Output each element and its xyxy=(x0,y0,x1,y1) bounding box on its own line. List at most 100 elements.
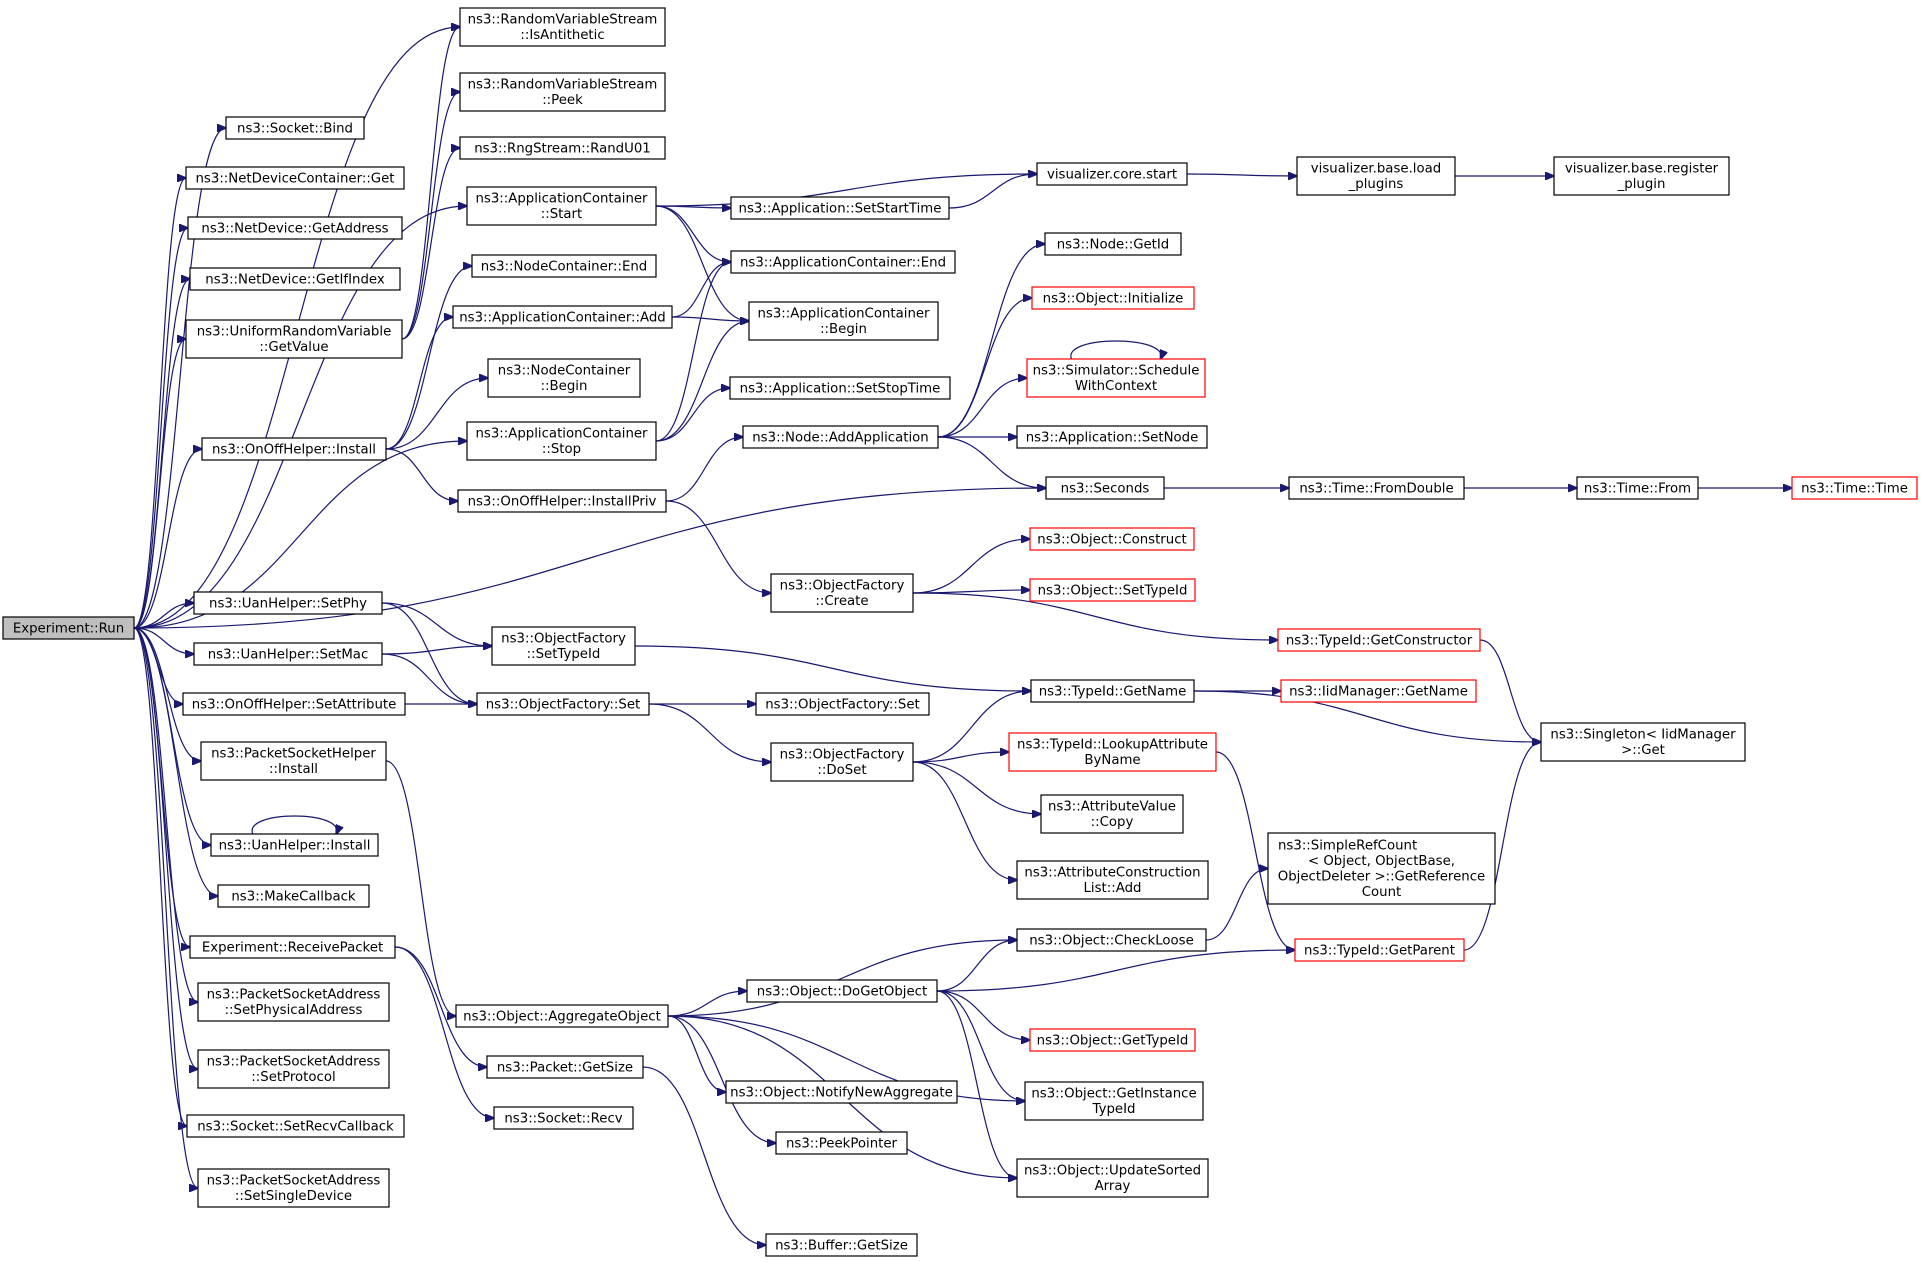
edge-layer xyxy=(133,27,1792,1245)
node-label-app_setstart-0: ns3::Application::SetStartTime xyxy=(739,201,942,216)
node-sock_setrecv[interactable]: ns3::Socket::SetRecvCallback xyxy=(186,1114,405,1138)
node-node_getid[interactable]: ns3::Node::GetId xyxy=(1044,232,1182,256)
node-app_setnode[interactable]: ns3::Application::SetNode xyxy=(1016,425,1208,449)
node-of_settypeid[interactable]: ns3::ObjectFactory::SetTypeId xyxy=(491,626,636,666)
node-obj_dogetobject[interactable]: ns3::Object::DoGetObject xyxy=(746,979,938,1003)
edge-ac_stop-to-app_setstop xyxy=(655,388,730,442)
node-onoff_setattr[interactable]: ns3::OnOffHelper::SetAttribute xyxy=(182,692,406,716)
node-app_setstart[interactable]: ns3::Application::SetStartTime xyxy=(730,196,950,220)
node-label-rng_rand-0: ns3::RngStream::RandU01 xyxy=(474,141,651,156)
node-tid_getname[interactable]: ns3::TypeId::GetName xyxy=(1030,679,1195,703)
edge-obj_dogetobject-to-obj_gettypeid xyxy=(936,990,1030,1040)
edge-onoff_install-to-nc_begin xyxy=(385,378,488,450)
node-label-makecb-0: ns3::MakeCallback xyxy=(231,889,356,904)
node-pkt_getsize[interactable]: ns3::Packet::GetSize xyxy=(486,1055,644,1079)
node-label-ac_end-0: ns3::ApplicationContainer::End xyxy=(740,255,946,270)
node-peekptr[interactable]: ns3::PeekPointer xyxy=(775,1131,908,1155)
node-onoff_priv[interactable]: ns3::OnOffHelper::InstallPriv xyxy=(457,489,667,513)
node-label-ndc_get-0: ns3::NetDeviceContainer::Get xyxy=(196,171,395,186)
node-ac_add[interactable]: ns3::ApplicationContainer::Add xyxy=(452,305,673,329)
node-obj_settypeid[interactable]: ns3::Object::SetTypeId xyxy=(1029,578,1196,602)
edge-ac_start-to-ac_begin xyxy=(655,205,749,321)
node-ac_stop[interactable]: ns3::ApplicationContainer::Stop xyxy=(466,421,657,461)
node-obj_init[interactable]: ns3::Object::Initialize xyxy=(1031,286,1195,310)
node-time_fromdouble[interactable]: ns3::Time::FromDouble xyxy=(1288,476,1465,500)
node-label-seconds-0: ns3::Seconds xyxy=(1061,481,1150,496)
node-psh_install[interactable]: ns3::PacketSocketHelper::Install xyxy=(200,741,387,781)
node-ndc_get[interactable]: ns3::NetDeviceContainer::Get xyxy=(185,166,405,190)
node-obj_checkloose[interactable]: ns3::Object::CheckLoose xyxy=(1016,928,1207,952)
edge-tid_getname-to-singleton xyxy=(1193,690,1541,742)
node-obj_notify[interactable]: ns3::Object::NotifyNewAggregate xyxy=(725,1080,958,1104)
edge-run-to-ndc_get xyxy=(133,178,186,629)
node-layer: Experiment::Run ns3::RandomVariableStream… xyxy=(2,7,1918,1257)
node-time_time[interactable]: ns3::Time::Time xyxy=(1791,476,1918,500)
node-onoff_install[interactable]: ns3::OnOffHelper::Install xyxy=(201,437,387,461)
node-time_from[interactable]: ns3::Time::From xyxy=(1576,476,1699,500)
node-obj_aggregate[interactable]: ns3::Object::AggregateObject xyxy=(455,1004,669,1028)
node-label-onoff_install-0: ns3::OnOffHelper::Install xyxy=(212,442,376,457)
edge-obj_dogetobject-to-obj_updsorted xyxy=(936,990,1017,1178)
node-rvs_peek[interactable]: ns3::RandomVariableStream::Peek xyxy=(459,72,666,112)
node-psa_setproto[interactable]: ns3::PacketSocketAddress::SetProtocol xyxy=(197,1049,390,1089)
node-node_addapp[interactable]: ns3::Node::AddApplication xyxy=(742,425,939,449)
node-ac_begin[interactable]: ns3::ApplicationContainer::Begin xyxy=(748,301,939,341)
edge-run-to-urv_get xyxy=(133,339,186,629)
edge-urv_get-to-rvs_peek xyxy=(401,92,460,340)
node-psa_setphys[interactable]: ns3::PacketSocketAddress::SetPhysicalAdd… xyxy=(197,982,390,1022)
node-av_copy[interactable]: ns3::AttributeValue::Copy xyxy=(1040,794,1184,834)
node-obj_gettypeid[interactable]: ns3::Object::GetTypeId xyxy=(1029,1028,1196,1052)
node-urv_get[interactable]: ns3::UniformRandomVariable::GetValue xyxy=(185,319,403,359)
node-singleton[interactable]: ns3::Singleton< IidManager>::Get xyxy=(1540,722,1746,762)
node-uan_setmac[interactable]: ns3::UanHelper::SetMac xyxy=(193,642,383,666)
node-uan_install[interactable]: ns3::UanHelper::Install xyxy=(210,833,379,857)
node-of_set[interactable]: ns3::ObjectFactory::Set xyxy=(476,692,650,716)
edge-uan_setmac-to-of_set xyxy=(381,653,477,704)
node-tid_getctor[interactable]: ns3::TypeId::GetConstructor xyxy=(1277,628,1481,652)
edge-urv_get-to-rng_rand xyxy=(401,148,460,340)
edge-ac_start-to-app_setstart xyxy=(655,206,731,208)
node-rng_rand[interactable]: ns3::RngStream::RandU01 xyxy=(459,136,666,160)
node-label-simpleref-0: ns3::SimpleRefCount xyxy=(1278,839,1417,854)
node-label-node_getid-0: ns3::Node::GetId xyxy=(1057,237,1170,252)
node-nd_ifidx[interactable]: ns3::NetDevice::GetIfIndex xyxy=(189,267,401,291)
node-label-obj_aggregate-0: ns3::Object::AggregateObject xyxy=(463,1009,661,1024)
node-makecb[interactable]: ns3::MakeCallback xyxy=(217,884,370,908)
node-nd_addr[interactable]: ns3::NetDevice::GetAddress xyxy=(187,216,403,240)
node-nc_begin[interactable]: ns3::NodeContainer::Begin xyxy=(487,358,641,398)
node-sock_recv[interactable]: ns3::Socket::Recv xyxy=(493,1106,634,1130)
node-ac_end[interactable]: ns3::ApplicationContainer::End xyxy=(730,250,956,274)
node-psa_setsingle[interactable]: ns3::PacketSocketAddress::SetSingleDevic… xyxy=(197,1168,390,1208)
node-of_doset[interactable]: ns3::ObjectFactory::DoSet xyxy=(770,742,914,782)
node-uan_setphy[interactable]: ns3::UanHelper::SetPhy xyxy=(193,591,383,615)
node-sock_bind[interactable]: ns3::Socket::Bind xyxy=(225,116,365,140)
node-simpleref[interactable]: ns3::SimpleRefCount< Object, ObjectBase,… xyxy=(1267,832,1496,905)
node-label-of_doset-1: ::DoSet xyxy=(817,763,866,778)
node-viz_start[interactable]: visualizer.core.start xyxy=(1036,162,1188,186)
edge-ac_stop-to-ac_end xyxy=(655,262,731,442)
edge-run-to-psa_setsingle xyxy=(133,627,198,1188)
node-viz_load[interactable]: visualizer.base.load_plugins xyxy=(1296,156,1456,196)
node-label-buf_getsize-0: ns3::Buffer::GetSize xyxy=(775,1238,908,1253)
node-buf_getsize[interactable]: ns3::Buffer::GetSize xyxy=(765,1233,918,1257)
node-run[interactable]: Experiment::Run xyxy=(2,616,135,640)
node-of_set2[interactable]: ns3::ObjectFactory::Set xyxy=(755,692,930,716)
node-iid_getname[interactable]: ns3::IidManager::GetName xyxy=(1280,679,1477,703)
node-ac_start[interactable]: ns3::ApplicationContainer::Start xyxy=(466,186,657,226)
node-app_setstop[interactable]: ns3::Application::SetStopTime xyxy=(729,376,951,400)
node-exp_recv[interactable]: Experiment::ReceivePacket xyxy=(189,935,396,959)
node-viz_reg[interactable]: visualizer.base.register_plugin xyxy=(1553,156,1730,196)
node-nc_end[interactable]: ns3::NodeContainer::End xyxy=(471,254,657,278)
node-rvs_anti[interactable]: ns3::RandomVariableStream::IsAntithetic xyxy=(459,7,666,47)
node-of_create[interactable]: ns3::ObjectFactory::Create xyxy=(770,573,914,613)
node-seconds[interactable]: ns3::Seconds xyxy=(1045,476,1165,500)
node-obj_construct[interactable]: ns3::Object::Construct xyxy=(1029,527,1195,551)
node-tid_getparent[interactable]: ns3::TypeId::GetParent xyxy=(1294,938,1465,962)
edge-uan_setphy-to-of_settypeid xyxy=(381,602,492,646)
